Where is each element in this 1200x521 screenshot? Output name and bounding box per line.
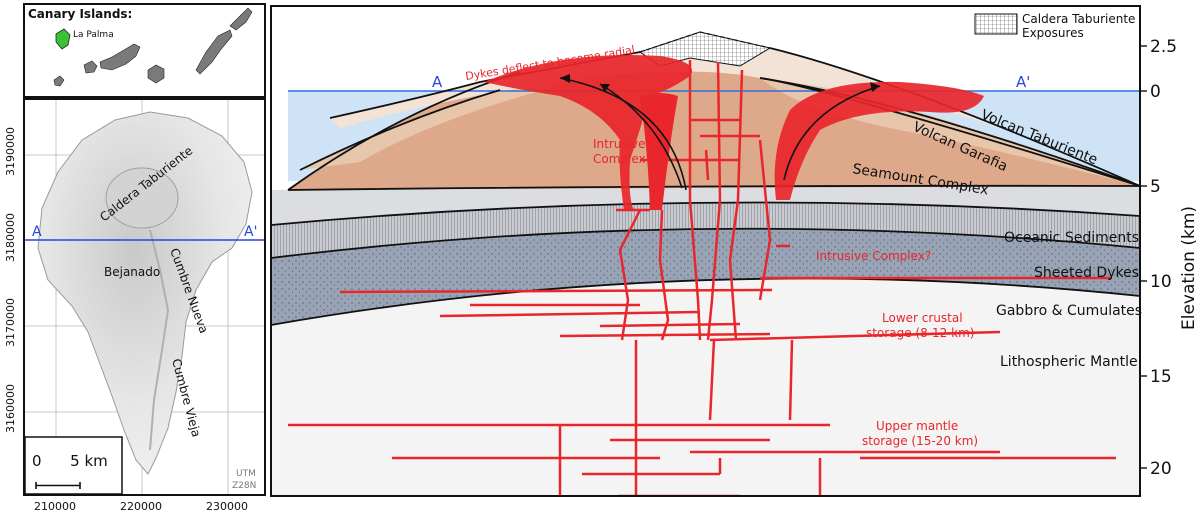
la-palma-label: La Palma: [73, 30, 114, 40]
layer-label-sheeted: Sheeted Dykes: [1034, 265, 1139, 281]
annotation-upper-line2: storage (15-20 km): [862, 434, 978, 448]
map-y-ticks: 3190000 3180000 3170000 3160000: [4, 127, 17, 433]
scale-text: 0 5 km: [32, 452, 108, 470]
la-palma-map: A A' Caldera Taburiente Bejanado Cumbre …: [4, 99, 265, 513]
elevation-tick: 10: [1150, 272, 1172, 292]
map-section-a: A: [32, 224, 42, 240]
elevation-tick: 2.5: [1150, 37, 1177, 57]
map-x-ticks: 210000 220000 230000: [34, 500, 248, 513]
map-x-tick: 210000: [34, 500, 76, 513]
annotation-lower-line1: Lower crustal: [882, 311, 963, 325]
elevation-ticks: [1140, 46, 1147, 468]
section-a-prime-label: A': [1016, 73, 1030, 91]
annotation-intrusive1-line2: Complex?: [593, 152, 652, 166]
legend-line1: Caldera Taburiente: [1022, 12, 1135, 26]
layer-label-sediments: Oceanic Sediments: [1004, 230, 1139, 246]
map-x-tick: 220000: [120, 500, 162, 513]
cross-section: Caldera Taburiente Exposures A A' Dykes …: [271, 6, 1199, 496]
annotation-upper-line1: Upper mantle: [876, 419, 958, 433]
elevation-tick-labels: 2.5 0 5 10 15 20: [1150, 37, 1177, 479]
map-x-tick: 230000: [206, 500, 248, 513]
map-y-tick: 3190000: [4, 127, 17, 176]
projection-line2: Z28N: [232, 481, 256, 491]
elevation-axis-label: Elevation (km): [1179, 206, 1199, 330]
label-bejanado: Bejanado: [104, 265, 160, 279]
inset-title: Canary Islands:: [28, 7, 132, 21]
annotation-intrusive2: Intrusive Complex?: [816, 249, 931, 263]
annotation-lower-line2: storage (8-12 km): [866, 326, 974, 340]
elevation-tick: 15: [1150, 367, 1172, 387]
layer-label-gabbro: Gabbro & Cumulates: [996, 303, 1142, 319]
elevation-tick: 5: [1150, 177, 1161, 197]
inset-map: Canary Islands: La Palma: [24, 4, 265, 97]
elevation-tick: 20: [1150, 459, 1172, 479]
projection-line1: UTM: [236, 469, 256, 479]
map-section-a-prime: A': [244, 224, 257, 240]
legend-swatch: [975, 14, 1017, 34]
elevation-tick: 0: [1150, 82, 1161, 102]
annotation-intrusive1-line1: Intrusive: [593, 137, 645, 151]
section-a-label: A: [432, 73, 443, 91]
legend-line2: Exposures: [1022, 26, 1084, 40]
map-y-tick: 3170000: [4, 298, 17, 347]
map-y-tick: 3160000: [4, 384, 17, 433]
layer-label-mantle: Lithospheric Mantle: [1000, 354, 1138, 370]
map-y-tick: 3180000: [4, 213, 17, 262]
